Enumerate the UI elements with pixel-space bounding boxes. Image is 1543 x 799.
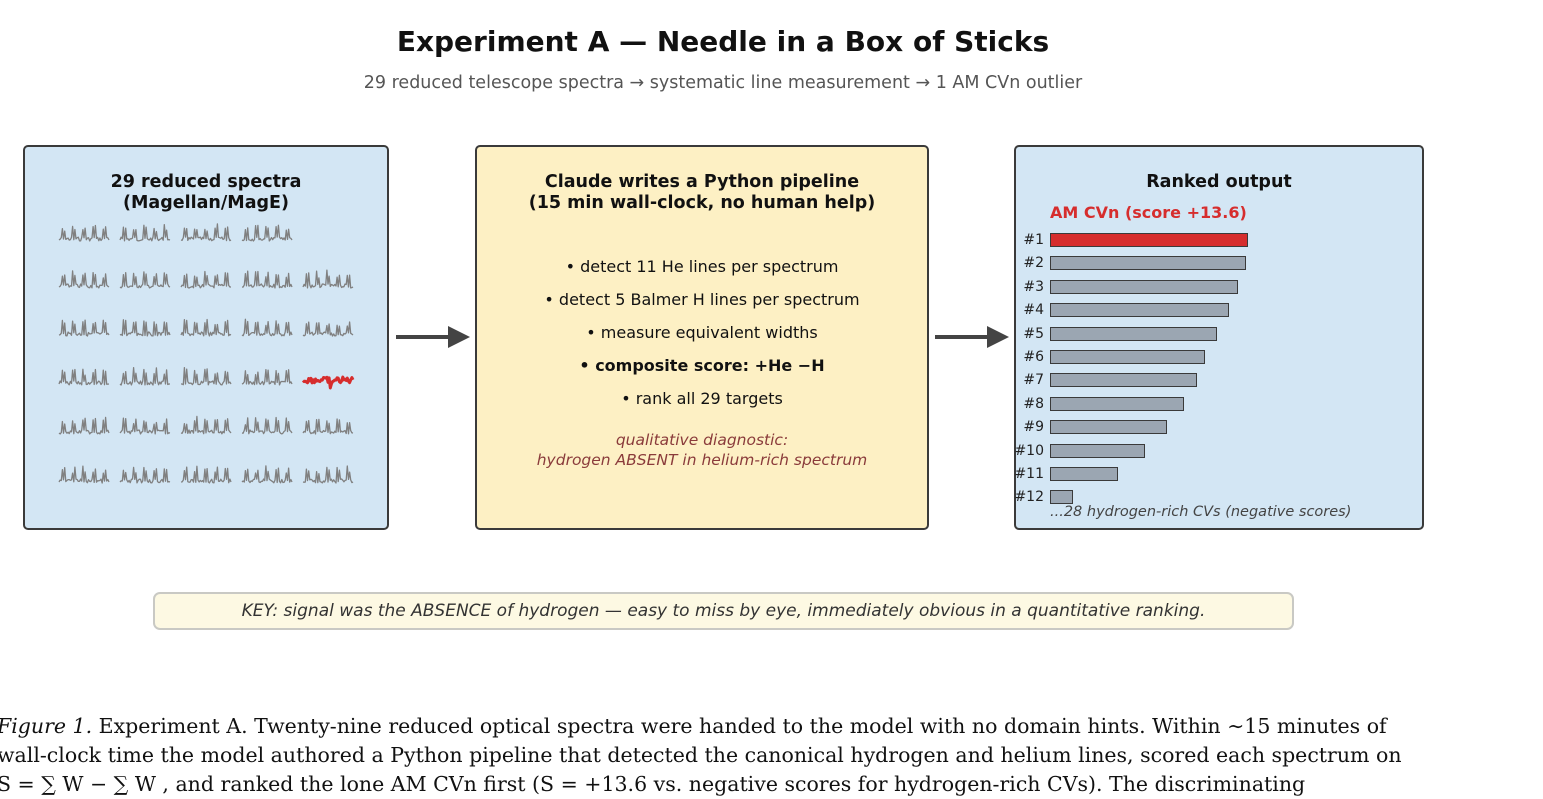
- caption-label: Figure 1.: [0, 714, 93, 738]
- spectrum-thumbnail: [241, 368, 293, 386]
- input-panel-title: 29 reduced spectra: [110, 172, 302, 192]
- rank-bar: [1050, 350, 1205, 364]
- spectrum-thumbnail: [180, 270, 231, 289]
- outlier-label: AM CVn (score +13.6): [1050, 203, 1247, 222]
- output-panel-title: Ranked output: [1146, 172, 1292, 192]
- arrow-to-pipeline-icon: [396, 326, 470, 348]
- spectrum-thumbnail: [180, 415, 232, 435]
- spectrum-thumbnail: [119, 417, 171, 435]
- spectra-grid: [58, 223, 355, 484]
- spectrum-thumbnail: [302, 465, 354, 484]
- rank-label: #3: [1023, 278, 1044, 295]
- spectrum-thumbnail: [302, 418, 354, 435]
- spectrum-thumbnail: [58, 224, 110, 242]
- rank-label: #5: [1023, 325, 1044, 342]
- figure-caption: Figure 1. Experiment A. Twenty-nine redu…: [0, 712, 1543, 799]
- diagnostic-note: hydrogen ABSENT in helium-rich spectrum: [536, 451, 868, 469]
- arrow-to-output-icon: [935, 326, 1009, 348]
- rank-bar: [1050, 420, 1167, 435]
- spectrum-thumbnail: [119, 319, 171, 337]
- rank-label: #8: [1023, 395, 1044, 412]
- caption-line-1: Experiment A. Twenty-nine reduced optica…: [92, 714, 1387, 738]
- spectrum-thumbnail: [241, 465, 293, 484]
- spectrum-thumbnail: [58, 465, 110, 484]
- spectrum-thumbnail: [241, 416, 293, 435]
- rank-label: #1: [1023, 232, 1044, 248]
- rank-bar: [1050, 490, 1073, 505]
- rank-bar: [1050, 326, 1217, 341]
- rank-bar: [1050, 303, 1229, 318]
- rank-label: #6: [1023, 349, 1044, 365]
- spectrum-thumbnail: [241, 270, 293, 289]
- ranking-footnote: ...28 hydrogen-rich CVs (negative scores…: [1050, 504, 1352, 520]
- rank-label: #12: [1014, 489, 1044, 506]
- rank-label: #10: [1014, 442, 1044, 459]
- ranked-output-panel: Ranked output AM CVn (score +13.6) #1 #2 #…: [1014, 145, 1424, 530]
- spectrum-thumbnail: [119, 271, 171, 289]
- spectrum-thumbnail: [58, 270, 110, 289]
- figure-subtitle: 29 reduced telescope spectra → systemati…: [363, 73, 1083, 93]
- spectrum-thumbnail: [180, 318, 232, 337]
- spectrum-thumbnail: [302, 269, 354, 289]
- rank-label: #4: [1023, 302, 1044, 319]
- diagnostic-label: qualitative diagnostic:: [615, 431, 789, 449]
- pipeline-panel: Claude writes a Python pipeline (15 min …: [475, 145, 929, 530]
- pipeline-panel-subtitle: (15 min wall-clock, no human help): [528, 193, 876, 213]
- rank-bar: [1050, 396, 1184, 411]
- caption-line-2: wall-clock time the model authored a Pyt…: [0, 743, 1402, 767]
- spectrum-thumbnail: [119, 367, 170, 386]
- spectrum-thumbnail: [241, 318, 293, 337]
- pipeline-step-score: • composite score: +He −H: [579, 356, 825, 375]
- spectrum-thumbnail: [119, 223, 171, 242]
- spectrum-thumbnail: [58, 368, 110, 386]
- pipeline-step: • detect 11 He lines per spectrum: [565, 257, 839, 276]
- rank-label: #11: [1014, 466, 1044, 482]
- rank-label: #2: [1023, 255, 1044, 272]
- spectrum-thumbnail: [241, 224, 293, 242]
- rank-bar: [1050, 256, 1246, 271]
- spectrum-thumbnail: [180, 223, 232, 242]
- rank-bar: [1050, 467, 1118, 481]
- spectrum-thumbnail: [180, 465, 232, 484]
- figure-title: Experiment A — Needle in a Box of Sticks: [396, 25, 1050, 58]
- pipeline-panel-title: Claude writes a Python pipeline: [544, 172, 860, 192]
- pipeline-step: • rank all 29 targets: [621, 389, 783, 408]
- input-spectra-panel: 29 reduced spectra (Magellan/MagE): [23, 145, 389, 530]
- outlier-spectrum: [301, 375, 355, 390]
- rank-bar: [1050, 279, 1238, 294]
- rank-bar-outlier: [1050, 233, 1248, 247]
- pipeline-step: • measure equivalent widths: [586, 323, 818, 342]
- pipeline-step: • detect 5 Balmer H lines per spectrum: [544, 290, 860, 309]
- caption-line-3: S = ∑ W − ∑ W , and ranked the lone AM C…: [0, 772, 1306, 796]
- key-callout: KEY: signal was the ABSENCE of hydrogen …: [153, 592, 1294, 630]
- rank-bar: [1050, 443, 1145, 458]
- spectrum-thumbnail: [58, 416, 110, 435]
- input-panel-subtitle: (Magellan/MagE): [123, 193, 289, 213]
- spectrum-thumbnail: [181, 366, 232, 386]
- rank-bar: [1050, 373, 1197, 388]
- spectrum-thumbnail: [302, 321, 354, 337]
- rank-label: #9: [1023, 419, 1044, 436]
- rank-label: #7: [1023, 372, 1044, 389]
- spectrum-thumbnail: [58, 319, 110, 337]
- spectrum-thumbnail: [119, 466, 171, 484]
